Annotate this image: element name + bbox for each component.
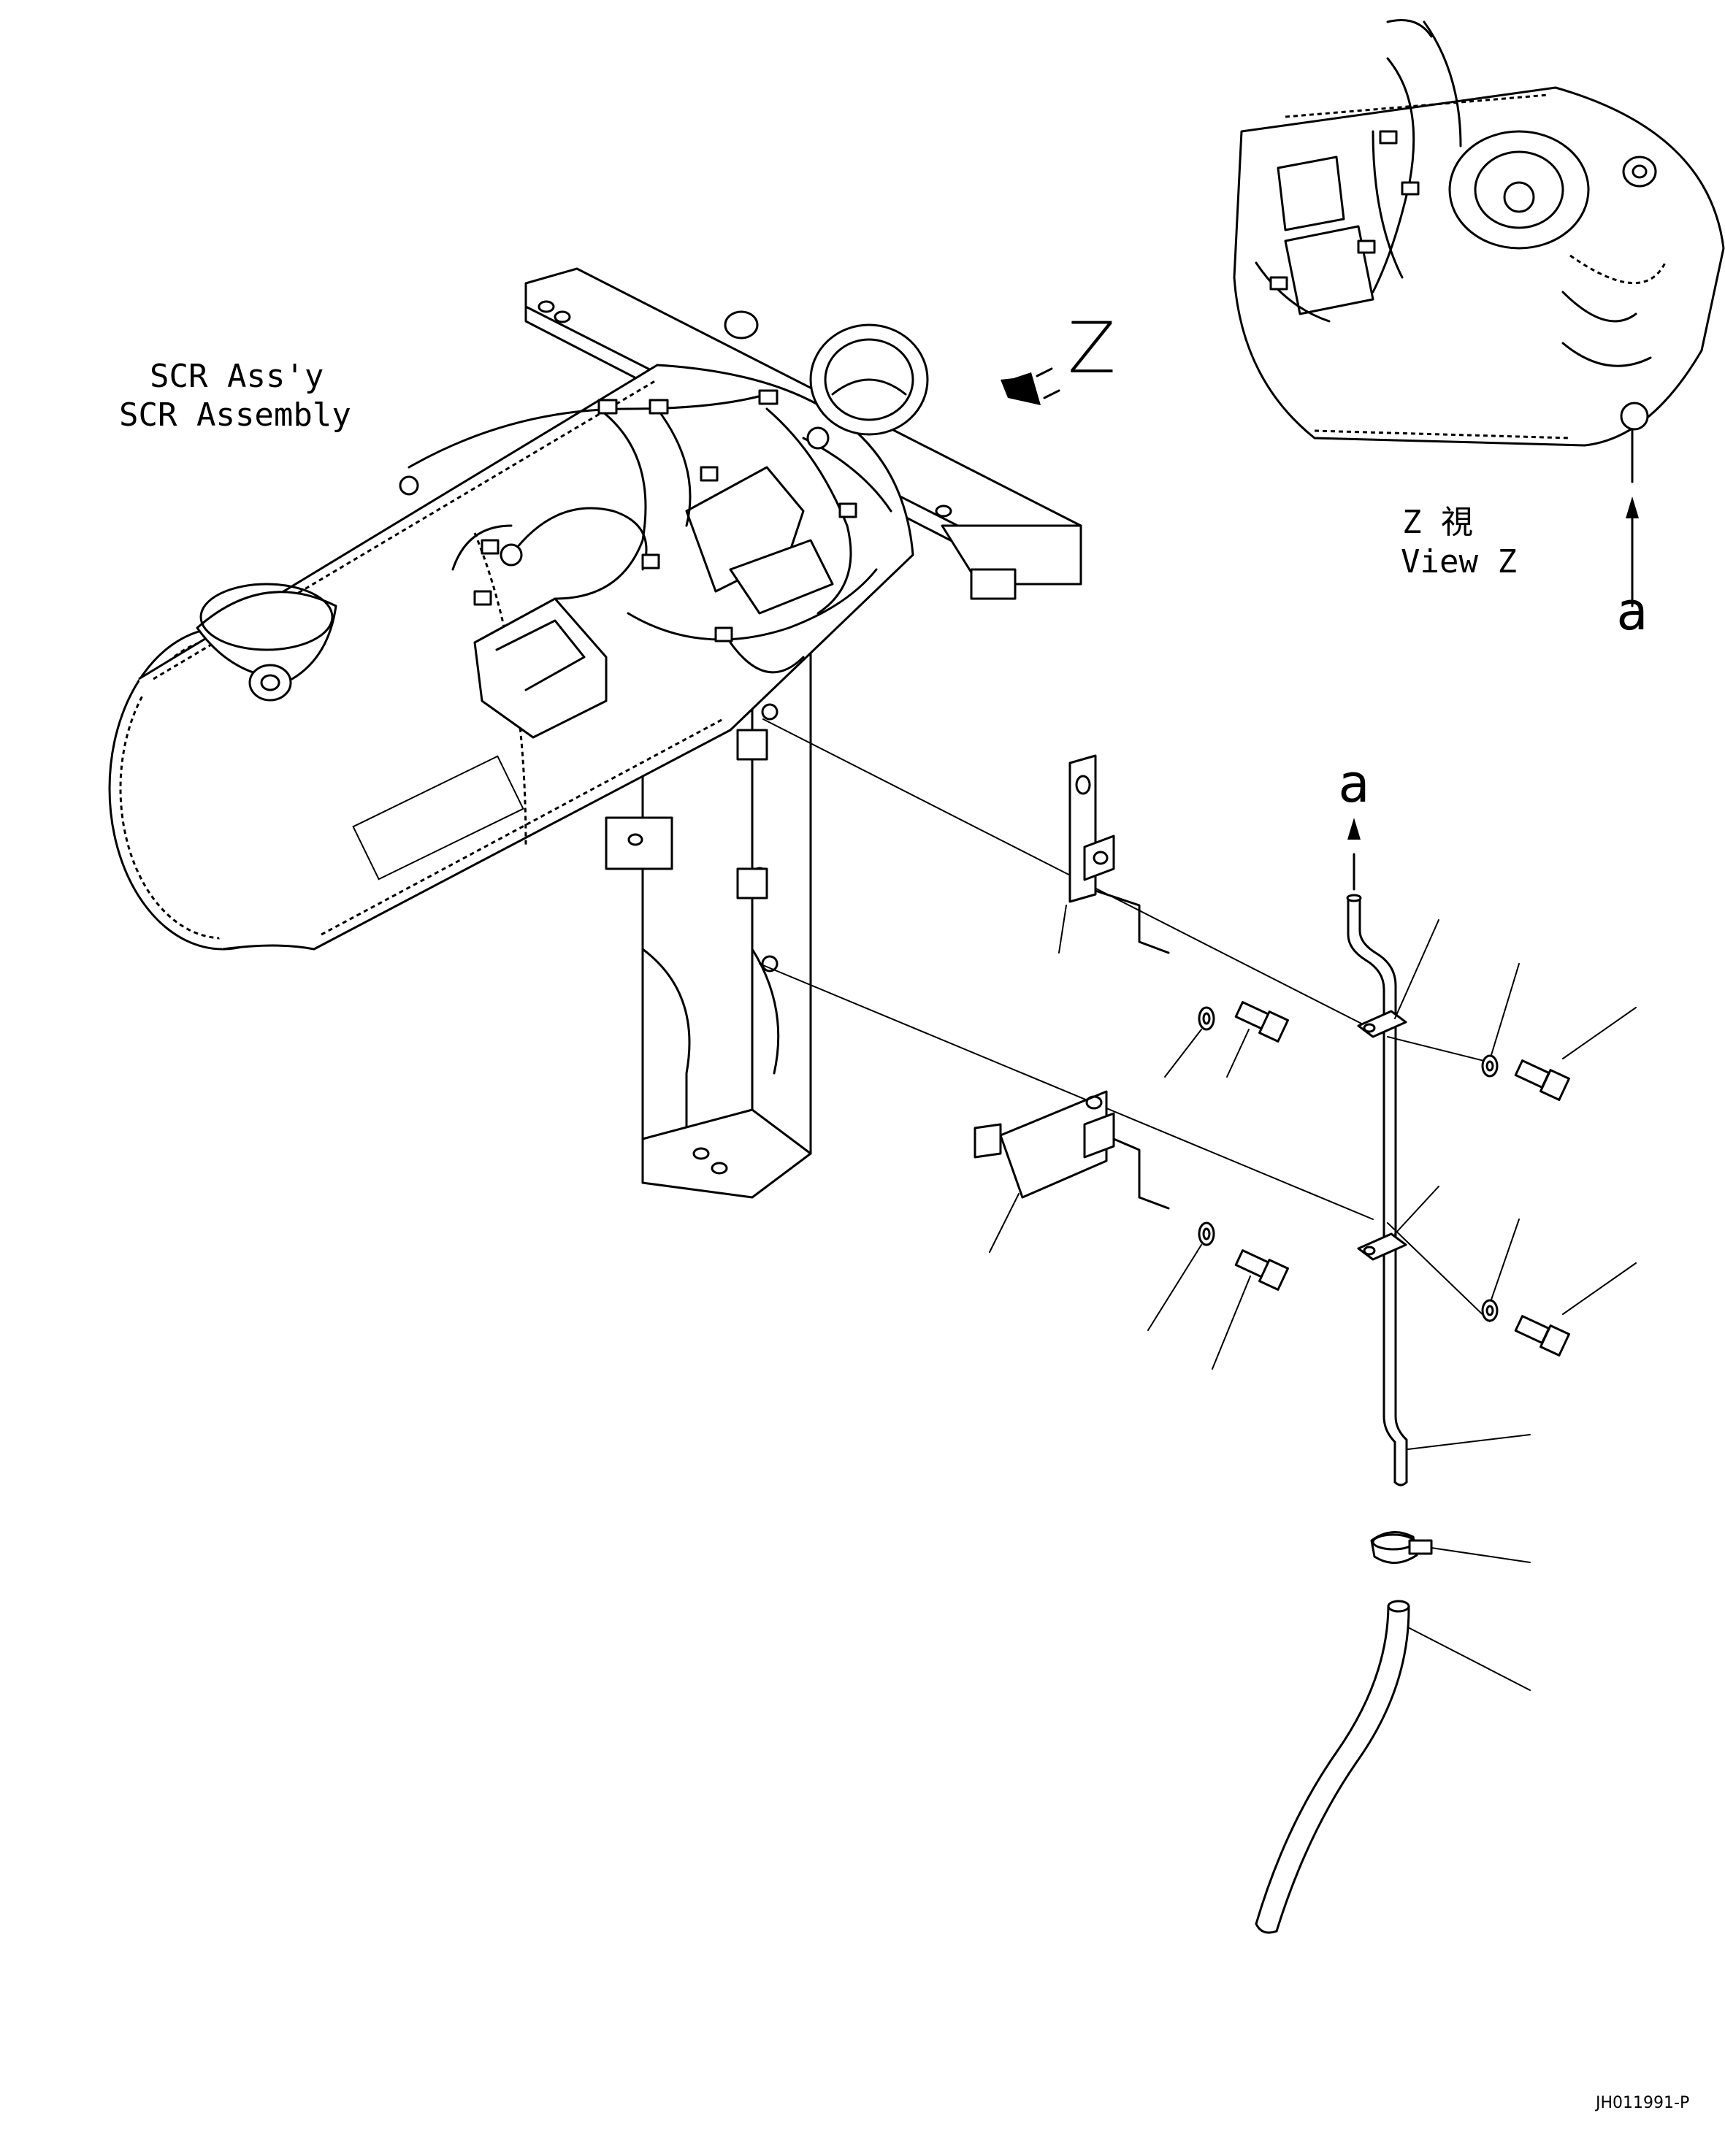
hose-clamp [1370, 1531, 1531, 1564]
scr-assembly-drawing [108, 267, 1082, 1199]
exploded-parts [759, 718, 1637, 1934]
pipe-ref-a: a [1338, 753, 1369, 814]
lower-bracket [974, 1090, 1170, 1253]
leader-hose [1409, 1627, 1531, 1691]
washer-bolt-set-1 [1164, 1001, 1289, 1078]
view-z-inset-drawing [1233, 19, 1725, 607]
washer-bolt-set-3 [1481, 963, 1637, 1101]
hose [1255, 1600, 1531, 1934]
leader-pipe-clamp-1 [1394, 919, 1439, 1019]
leader-upper-bracket [1058, 905, 1067, 954]
drain-pipe [1346, 818, 1531, 1486]
view-letter-z: Z [1068, 307, 1116, 389]
inset-arrow-head [1626, 496, 1639, 518]
leader-pipe-clamp-2 [1394, 1186, 1439, 1235]
upper-bracket [1058, 754, 1170, 954]
leader-hose-clamp [1431, 1547, 1531, 1563]
assembly-label-jp: SCR Ass'y [150, 358, 324, 395]
washer-bolt-set-2 [1147, 1221, 1289, 1370]
leader-pipe [1407, 1434, 1531, 1450]
washer-bolt-set-4 [1481, 1219, 1637, 1357]
pipe-arrow-head [1347, 818, 1361, 840]
inset-ref-a: a [1616, 580, 1648, 642]
leader-lower-bracket [989, 1193, 1020, 1253]
view-z-label-en: View Z [1401, 543, 1517, 580]
assembly-label-en: SCR Assembly [119, 396, 351, 434]
view-z-arrow [1001, 372, 1041, 405]
drawing-number: JH011991-P [1594, 2094, 1689, 2112]
view-z-label-jp: Z 視 [1402, 504, 1473, 541]
